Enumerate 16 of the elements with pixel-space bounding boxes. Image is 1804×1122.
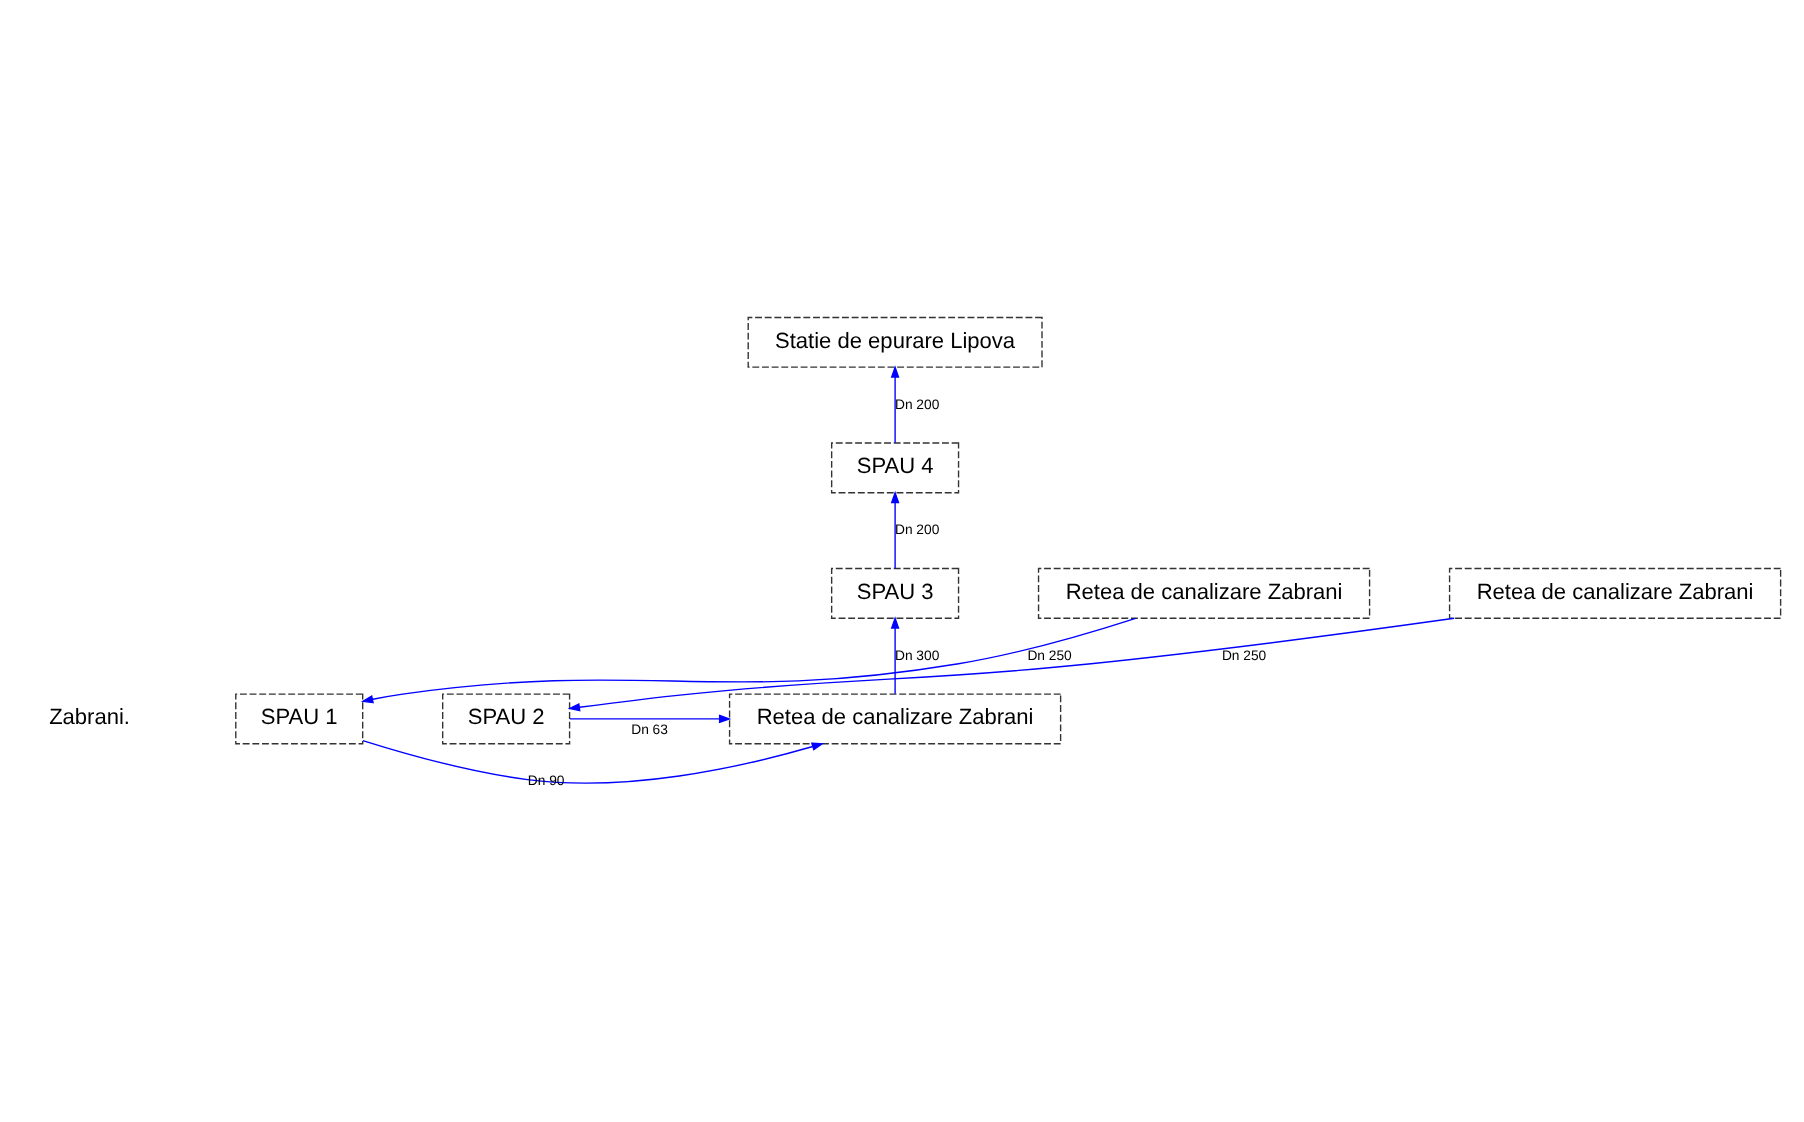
node-box: SPAU 4 — [830, 441, 960, 493]
arrow — [362, 738, 825, 783]
node-box: SPAU 1 — [235, 692, 364, 744]
arrow — [890, 615, 900, 694]
arrow — [567, 616, 1455, 711]
node-box: Retea de canalizare Zabrani — [728, 692, 1062, 744]
node-box: Retea de canalizare Zabrani — [1037, 566, 1371, 618]
node-box: SPAU 3 — [830, 566, 960, 618]
arrow — [890, 364, 900, 443]
node-box: SPAU 2 — [442, 692, 571, 744]
label: Zabrani. — [49, 705, 131, 730]
arrow — [569, 713, 732, 723]
arrow — [890, 489, 900, 569]
node-box: Retea de canalizare Zabrani — [1448, 566, 1782, 618]
arrow — [360, 616, 1137, 703]
node-box: Statie de epurare Lipova — [747, 315, 1043, 367]
